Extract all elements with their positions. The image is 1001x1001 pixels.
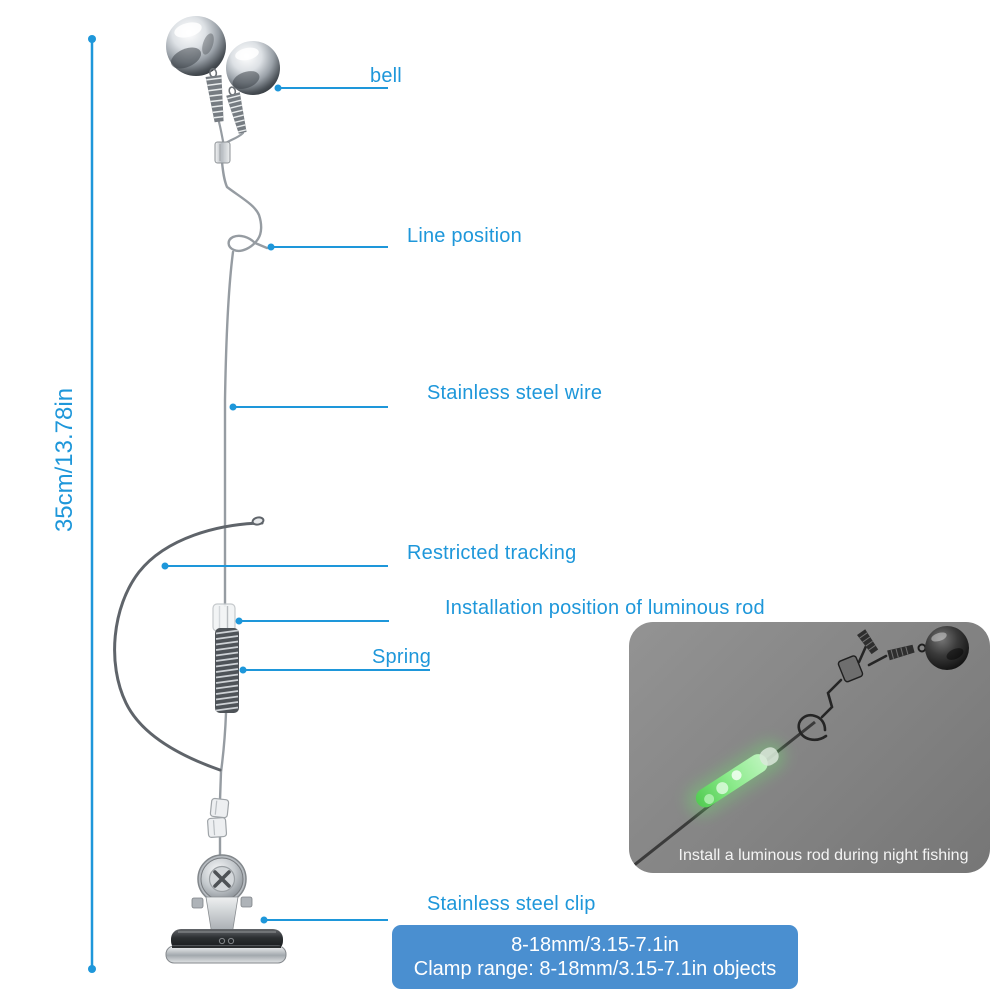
bell-spring-right [226,86,247,134]
restricted-tracking-wire [113,516,265,772]
lower-connector-sleeves [206,797,230,839]
label-stainless-steel-clip: Stainless steel clip [427,893,596,915]
main-spring [215,628,239,713]
wire-leader-line [229,403,388,411]
label-installation-position: Installation position of luminous rod [445,597,765,619]
banner-line1: 8-18mm/3.15-7.1in [511,934,679,956]
inset-bell-ring [917,643,927,653]
inset-caption: Install a luminous rod during night fish… [678,847,969,864]
label-restricted-tracking: Restricted tracking [407,542,577,564]
luminous-rod-tube [212,603,236,632]
label-bell: bell [370,65,402,87]
label-line-position: Line position [407,225,522,247]
clip-leader-line [260,916,388,924]
dimension-line [88,35,96,973]
bell-leader-line [274,84,388,92]
clamp-range-banner: 8-18mm/3.15-7.1in Clamp range: 8-18mm/3.… [392,925,798,989]
inset-artwork [632,626,969,868]
line-position-leader-line [267,243,388,251]
spring-leader-line [239,666,430,674]
inset-alarm-wire [797,642,888,742]
inset-spring-up [857,629,879,655]
dimension-label: 35cm/13.78in [51,387,78,533]
label-spring: Spring [372,646,432,668]
stainless-steel-clip [165,854,287,964]
banner-line2: Clamp range: 8-18mm/3.15-7.1in objects [413,958,777,980]
restricted-tracking-leader-line [161,562,388,570]
bell-spring-left [205,68,224,123]
inset-spring-right [887,644,915,661]
bells-group [166,16,280,95]
inset-connector-sleeve [837,655,864,683]
installation-position-leader-line [235,617,389,625]
phillips-screw-icon [213,870,231,888]
inset-bell [925,626,969,670]
top-connector-sleeve [214,141,231,164]
stainless-steel-wire [217,120,269,863]
inset-photo: Install a luminous rod during night fish… [629,622,990,873]
luminous-rod [686,740,786,816]
label-stainless-steel-wire: Stainless steel wire [427,382,603,404]
